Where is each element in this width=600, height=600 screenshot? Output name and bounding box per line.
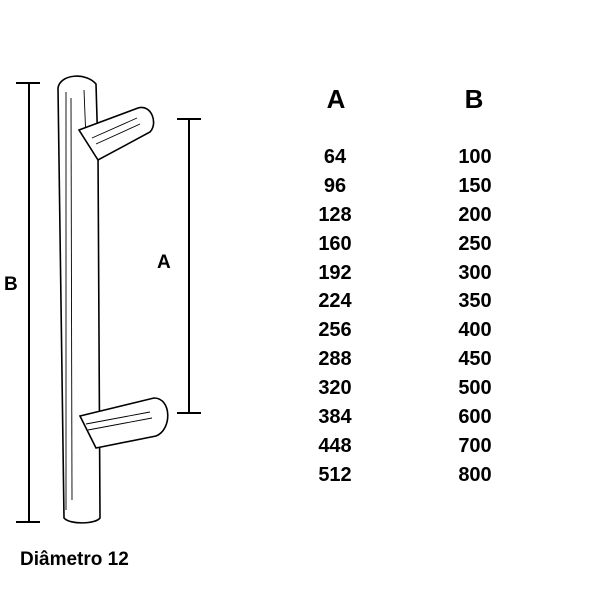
table-cell-b: 350 bbox=[458, 290, 492, 313]
table-header-b: B bbox=[464, 84, 484, 114]
table-cell-b: 450 bbox=[458, 348, 492, 371]
table-cell-b: 200 bbox=[458, 203, 492, 226]
handle-bar bbox=[57, 75, 101, 524]
handle-leg-upper bbox=[77, 106, 155, 162]
table-cell-a: 448 bbox=[318, 434, 352, 457]
dimension-b-label: B bbox=[4, 274, 18, 295]
table-column-a: 64 96 128 160 192 224 256 288 320 384 448 512 bbox=[300, 143, 370, 490]
table-cell-b: 300 bbox=[458, 261, 492, 284]
table-cell-b: 400 bbox=[458, 319, 492, 342]
table-cell-a: 192 bbox=[318, 261, 352, 284]
table-cell-a: 128 bbox=[318, 203, 352, 226]
table-cell-b: 600 bbox=[458, 406, 492, 429]
dimension-b bbox=[16, 82, 40, 523]
table-cell-a: 256 bbox=[318, 319, 352, 342]
dimension-a-label: A bbox=[157, 252, 171, 273]
table-cell-a: 64 bbox=[323, 146, 347, 168]
table-cell-b: 800 bbox=[458, 463, 492, 486]
table-cell-a: 160 bbox=[318, 232, 352, 255]
table-cell-a: 512 bbox=[318, 463, 352, 486]
table-cell-b: 100 bbox=[458, 146, 492, 168]
dimension-a bbox=[177, 118, 201, 414]
table-header-a: A bbox=[326, 84, 346, 114]
table-cell-a: 96 bbox=[323, 174, 347, 197]
table-cell-b: 250 bbox=[458, 232, 492, 255]
diameter-caption: Diâmetro 12 bbox=[20, 549, 129, 570]
table-column-b: 100 150 200 250 300 350 400 450 500 600 700 800 bbox=[440, 143, 510, 490]
table-cell-a: 288 bbox=[318, 348, 352, 371]
table-cell-b: 150 bbox=[458, 174, 492, 197]
table-cell-a: 384 bbox=[318, 406, 352, 429]
handle-leg-lower bbox=[78, 397, 169, 449]
table-cell-b: 700 bbox=[458, 434, 492, 457]
table-cell-b: 500 bbox=[458, 377, 492, 400]
table-cell-a: 224 bbox=[318, 290, 352, 313]
table-cell-a: 320 bbox=[318, 377, 352, 400]
